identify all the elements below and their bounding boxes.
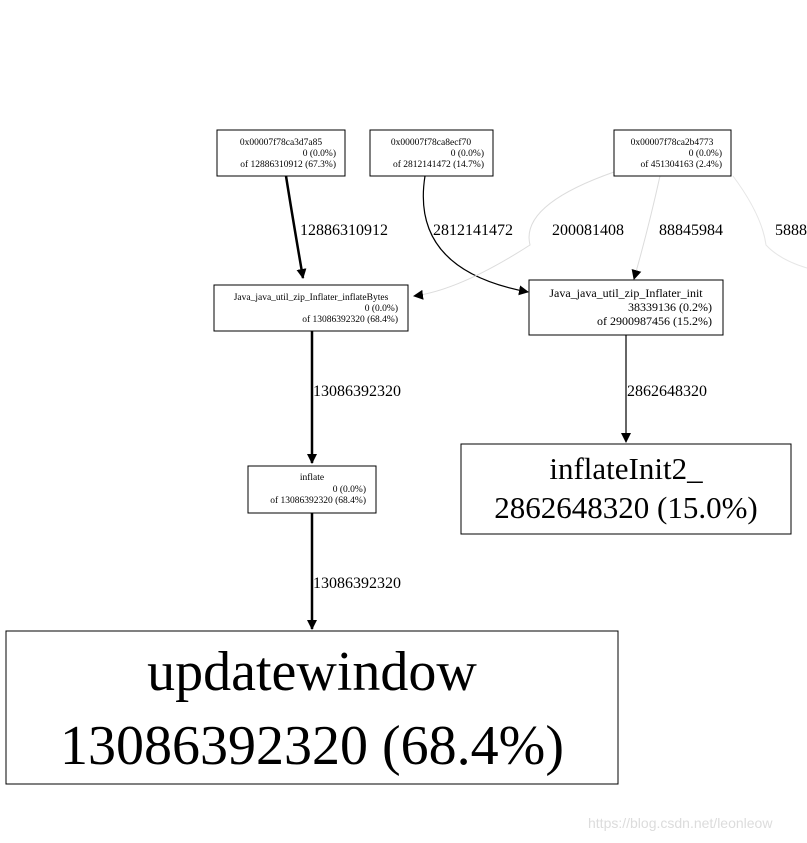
edge-c-to-inflatebytes: 200081408 (413, 171, 624, 300)
node-caller-c-flat: 0 (0.0%) (689, 148, 722, 159)
node-updatewindow: updatewindow 13086392320 (68.4%) (5, 630, 619, 785)
edge-c-to-offscreen: 5888 (732, 175, 807, 269)
edge-label-inflate-to-updatewindow: 13086392320 (313, 575, 401, 592)
node-updatewindow-value: 13086392320 (68.4%) (60, 715, 564, 777)
node-inflate-init2-name: inflateInit2_ (549, 451, 703, 486)
node-inflate: inflate 0 (0.0%) of 13086392320 (68.4%) (247, 465, 377, 514)
watermark: https://blog.csdn.net/leonleow (588, 815, 773, 831)
node-caller-b-flat: 0 (0.0%) (451, 148, 484, 159)
node-caller-b: 0x00007f78ca8ecf70 0 (0.0%) of 281214147… (369, 129, 494, 177)
node-updatewindow-name: updatewindow (147, 641, 477, 703)
node-caller-c-cum: of 451304163 (2.4%) (640, 159, 722, 170)
node-caller-c-name: 0x00007f78ca2b4773 (631, 137, 714, 148)
edge-label-c-to-init: 88845984 (659, 222, 723, 239)
edge-inflate-to-updatewindow: 13086392320 (307, 513, 401, 630)
node-inflate-bytes-flat: 0 (0.0%) (365, 303, 398, 314)
edge-init-to-init2: 2862648320 (621, 335, 707, 443)
node-inflater-init-name: Java_java_util_zip_Inflater_init (549, 286, 703, 300)
node-inflate-bytes-name: Java_java_util_zip_Inflater_inflateBytes (234, 292, 389, 303)
node-caller-a-flat: 0 (0.0%) (303, 148, 336, 159)
node-inflate-name: inflate (300, 472, 324, 483)
edge-c-to-init: 88845984 (631, 175, 723, 280)
node-inflater-init: Java_java_util_zip_Inflater_init 3833913… (528, 279, 724, 336)
node-caller-a: 0x00007f78ca3d7a85 0 (0.0%) of 128863109… (216, 129, 346, 177)
node-caller-a-cum: of 12886310912 (67.3%) (240, 159, 336, 170)
node-caller-b-cum: of 2812141472 (14.7%) (393, 159, 484, 170)
edge-label-b-to-init: 2812141472 (433, 222, 513, 239)
edge-label-c-to-offscreen: 5888 (775, 222, 807, 239)
edge-label-init-to-init2: 2862648320 (627, 383, 707, 400)
node-inflate-init2: inflateInit2_ 2862648320 (15.0%) (460, 443, 792, 535)
node-inflater-init-flat: 38339136 (0.2%) (628, 300, 712, 314)
edge-b-to-init: 2812141472 (422, 175, 529, 296)
node-inflate-cum: of 13086392320 (68.4%) (270, 495, 366, 506)
edge-label-c-to-inflatebytes: 200081408 (552, 222, 624, 239)
node-caller-c: 0x00007f78ca2b4773 0 (0.0%) of 451304163… (613, 129, 732, 177)
edge-label-a-to-inflatebytes: 12886310912 (300, 222, 388, 239)
node-caller-b-name: 0x00007f78ca8ecf70 (391, 137, 471, 148)
edge-label-inflatebytes-to-inflate: 13086392320 (313, 383, 401, 400)
edge-a-to-inflatebytes: 12886310912 (284, 175, 388, 279)
edge-inflatebytes-to-inflate: 13086392320 (307, 331, 401, 464)
node-inflate-flat: 0 (0.0%) (333, 484, 366, 495)
node-inflate-init2-value: 2862648320 (15.0%) (494, 490, 757, 525)
node-inflate-bytes: Java_java_util_zip_Inflater_inflateBytes… (213, 284, 409, 332)
node-inflate-bytes-cum: of 13086392320 (68.4%) (302, 314, 398, 325)
node-inflater-init-cum: of 2900987456 (15.2%) (597, 314, 712, 328)
node-caller-a-name: 0x00007f78ca3d7a85 (240, 137, 323, 148)
